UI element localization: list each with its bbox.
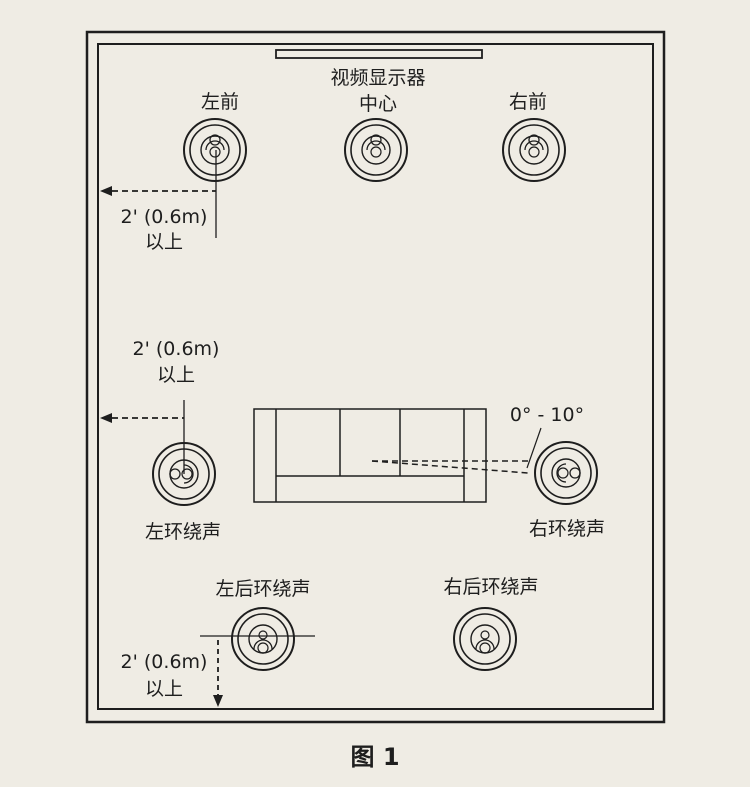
center-speaker-icon bbox=[344, 118, 408, 182]
side-distance-suffix: 以上 bbox=[156, 364, 196, 386]
surround-right-speaker-icon bbox=[534, 441, 598, 505]
center-speaker-label: 中心 bbox=[358, 93, 398, 115]
rear-distance-arrowhead bbox=[213, 695, 223, 707]
video-display-screen bbox=[275, 49, 483, 59]
surround-left-speaker-icon bbox=[152, 442, 216, 506]
angle-label-leader bbox=[526, 427, 542, 469]
surround-right-speaker-label: 右环绕声 bbox=[528, 518, 606, 540]
rear-right-speaker-label: 右后环绕声 bbox=[443, 576, 539, 598]
front-distance-arrowhead bbox=[100, 186, 112, 196]
rear-distance-suffix: 以上 bbox=[144, 678, 184, 700]
figure-caption: 图 1 bbox=[350, 743, 400, 771]
rear-right-speaker-icon bbox=[453, 607, 517, 671]
rear-distance-value: 2' (0.6m) bbox=[120, 651, 208, 673]
surround-left-speaker-label: 左环绕声 bbox=[144, 521, 222, 543]
front-right-speaker-label: 右前 bbox=[508, 91, 548, 113]
room-inner-wall bbox=[97, 43, 654, 710]
side-distance-arrowhead bbox=[100, 413, 112, 423]
front-left-speaker-label: 左前 bbox=[200, 91, 240, 113]
angle-label: 0° - 10° bbox=[509, 404, 585, 426]
room-outer-wall bbox=[85, 30, 666, 724]
side-distance-value: 2' (0.6m) bbox=[132, 338, 220, 360]
sofa-icon bbox=[253, 408, 487, 503]
rear-left-speaker-icon bbox=[231, 607, 295, 671]
front-left-speaker-icon bbox=[183, 118, 247, 182]
angle-line-tilted bbox=[371, 460, 529, 474]
front-right-speaker-icon bbox=[502, 118, 566, 182]
front-distance-value: 2' (0.6m) bbox=[120, 206, 208, 228]
video-display-label: 视频显示器 bbox=[330, 67, 426, 89]
front-distance-suffix: 以上 bbox=[144, 231, 184, 253]
rear-left-speaker-label: 左后环绕声 bbox=[215, 578, 311, 600]
